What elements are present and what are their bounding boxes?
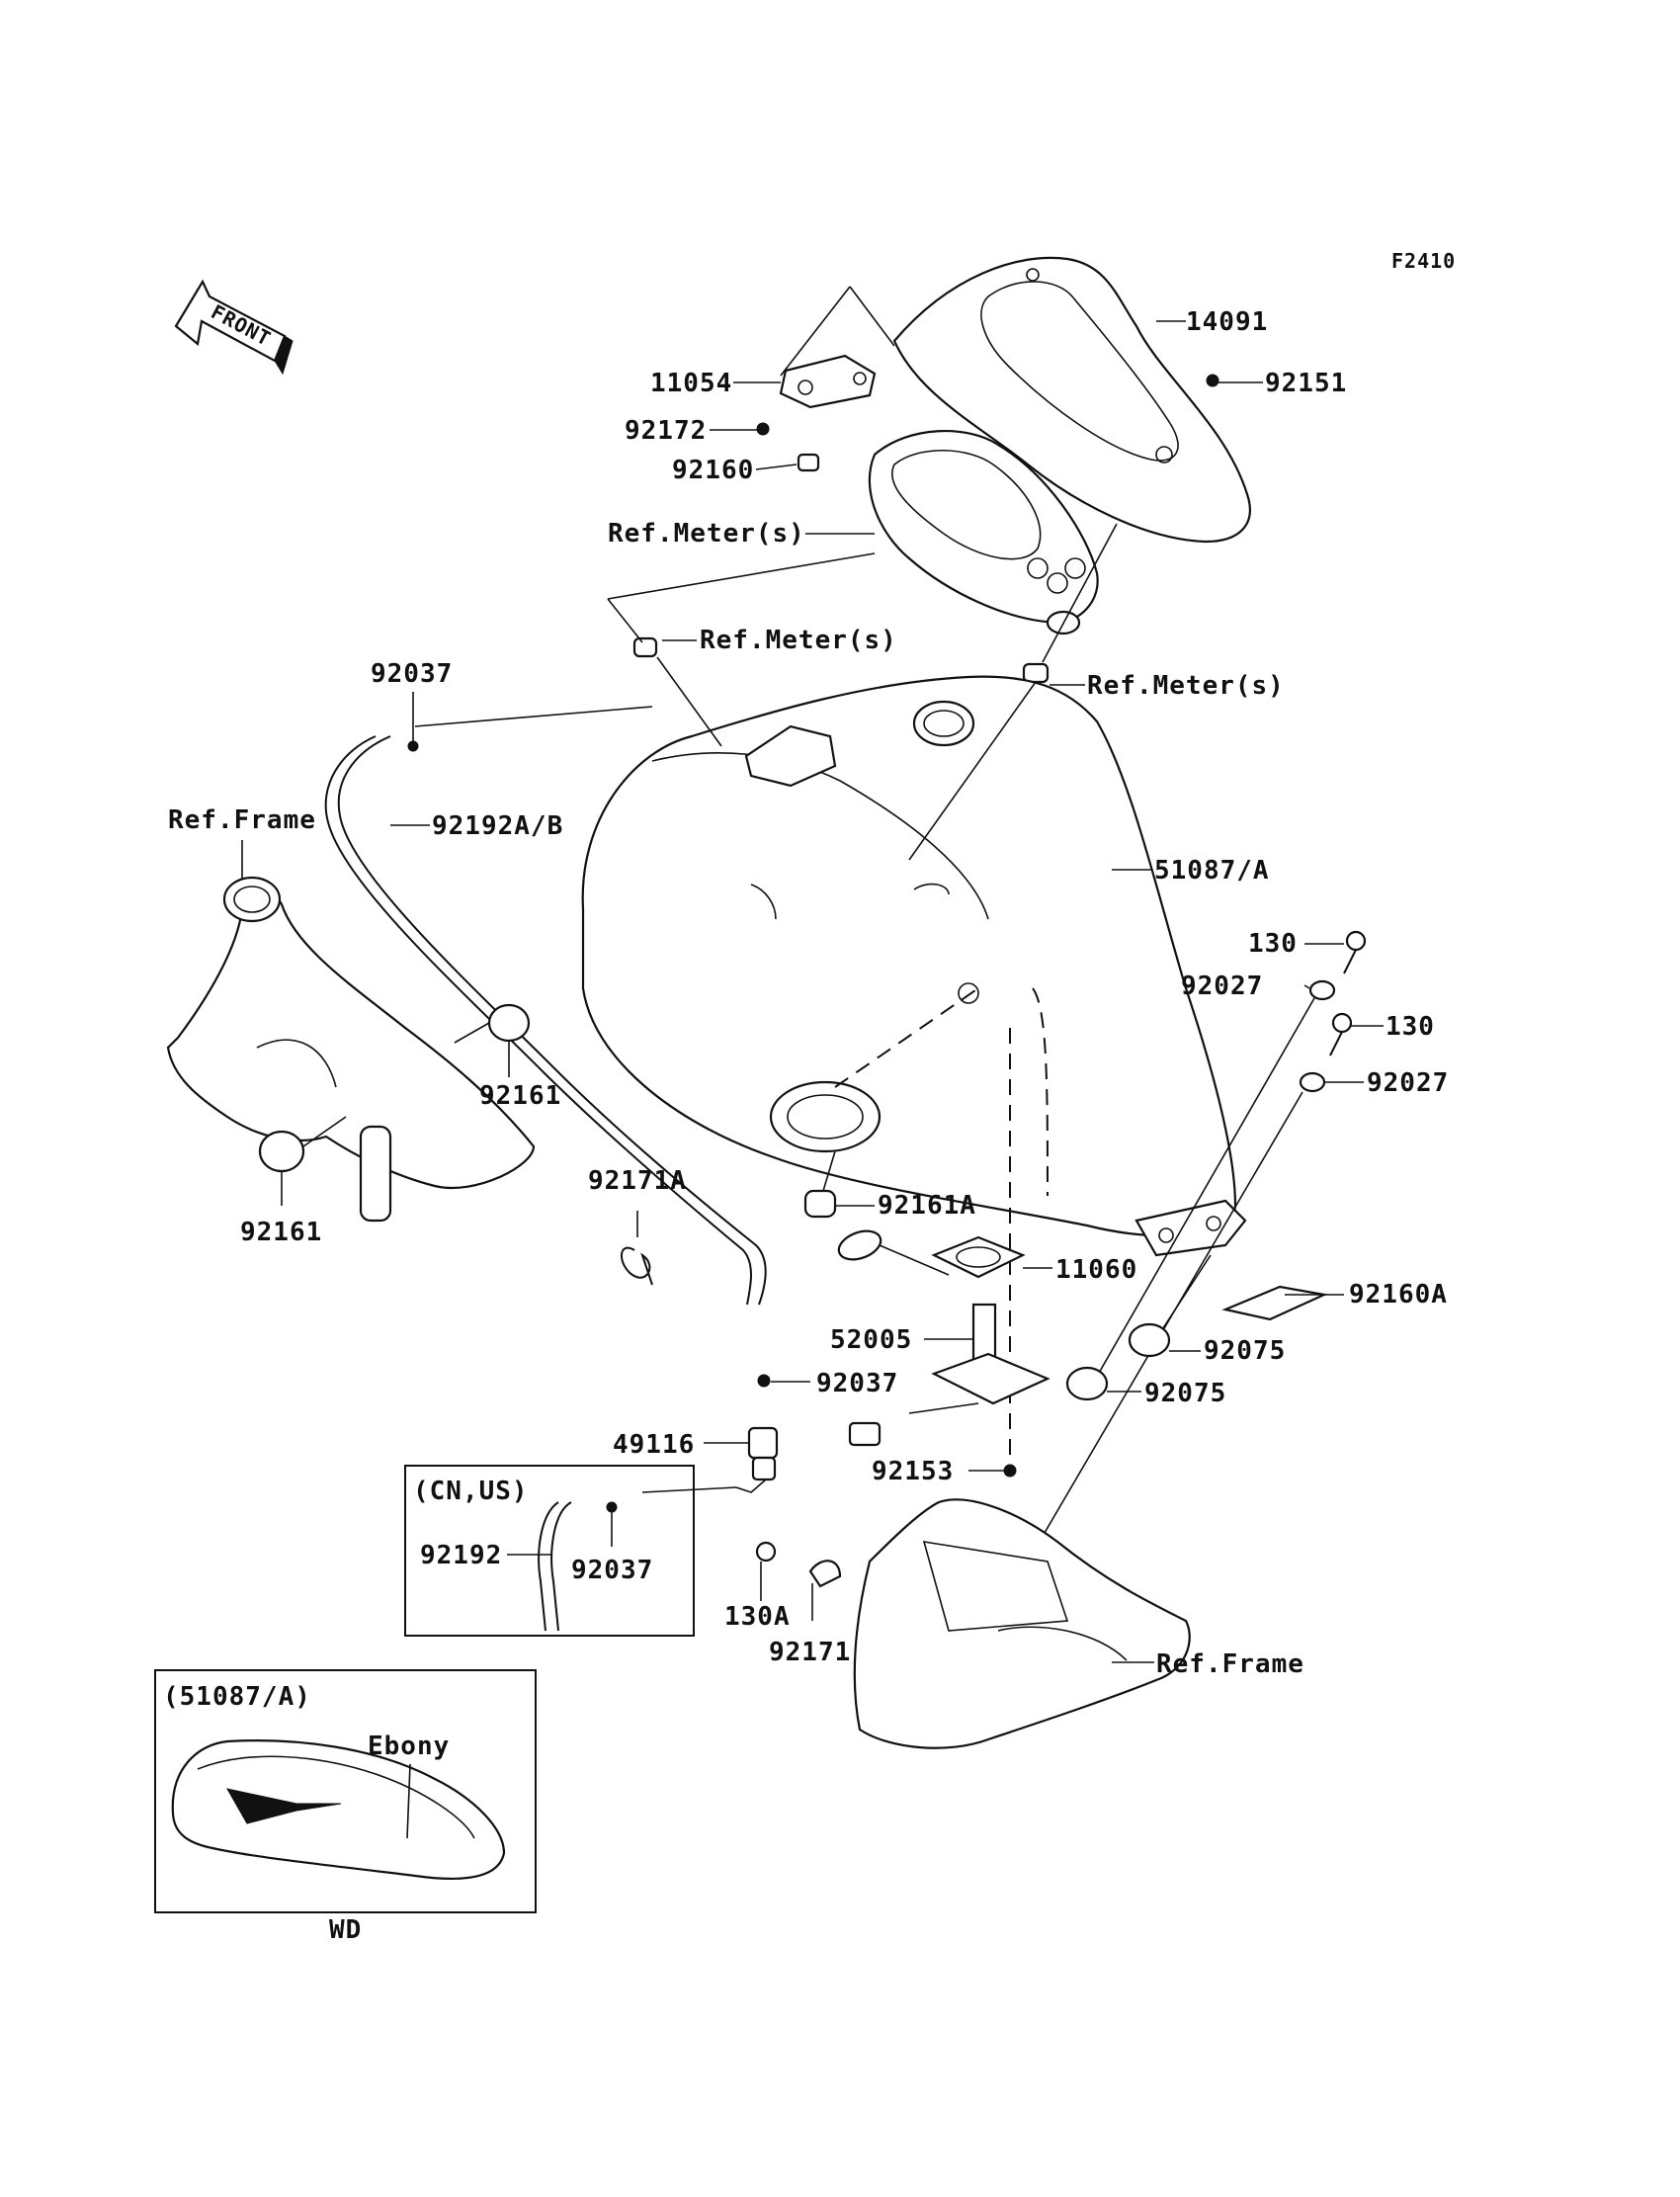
region-label: (CN,US) [413, 1477, 529, 1506]
label-92171a: 92171A [588, 1166, 687, 1196]
label-92151: 92151 [1265, 369, 1347, 398]
clip-92171 [808, 1560, 842, 1588]
filter-49116 [735, 1426, 779, 1493]
clamp-92037-top [407, 740, 419, 752]
label-92027-upper: 92027 [1181, 972, 1263, 1001]
label-leaders [241, 320, 1384, 1663]
label-92160a: 92160A [1349, 1280, 1448, 1310]
label-92027-lower: 92027 [1367, 1068, 1449, 1098]
label-92037-mid: 92037 [816, 1369, 898, 1398]
label-130-lower: 130 [1386, 1012, 1435, 1042]
label-92161a: 92161A [878, 1191, 976, 1221]
label-92192ab: 92192A/B [432, 811, 563, 841]
bolt-130-lower [1329, 1012, 1353, 1056]
label-92171: 92171 [769, 1638, 851, 1667]
label-ref-meter-2: Ref.Meter(s) [700, 626, 897, 655]
figure-code: F2410 [1391, 249, 1456, 273]
hose-92192-outline [538, 1501, 559, 1632]
label-92037-top: 92037 [371, 659, 453, 689]
pad-92160a [1221, 1285, 1328, 1321]
label-92192: 92192 [420, 1541, 502, 1570]
meter-cover-14091 [892, 256, 1251, 544]
grommet-right [1022, 662, 1050, 684]
grommet-left [632, 636, 658, 658]
screw-92151 [1206, 374, 1219, 387]
inset-box [154, 1669, 537, 1913]
fuel-tank-51087a [581, 675, 1247, 1257]
clamp-92037-box [606, 1501, 618, 1513]
label-92153: 92153 [872, 1457, 954, 1486]
label-92037-box: 92037 [571, 1556, 653, 1585]
bracket-11054 [779, 354, 877, 409]
clip-92171a [621, 1246, 653, 1286]
frame-left [166, 876, 536, 1223]
inset-title: (51087/A) [163, 1682, 311, 1712]
label-92160: 92160 [672, 456, 754, 485]
fuel-pump-52005 [837, 1229, 1050, 1447]
inset-tank-icon [171, 1739, 506, 1880]
hose-92192ab-outline [324, 735, 752, 1306]
assembly-lines [414, 286, 1315, 1563]
bolt-130-upper [1343, 930, 1367, 974]
washer-92027-upper [1308, 979, 1336, 1001]
label-11060: 11060 [1055, 1255, 1137, 1285]
front-arrow-icon: FRONT [174, 279, 294, 376]
ebony-leader [406, 1763, 411, 1839]
label-49116: 49116 [613, 1430, 695, 1460]
gasket-11060 [931, 1235, 1026, 1279]
bolt-130a [755, 1541, 777, 1563]
damper-92161a [803, 1189, 837, 1219]
damper-92075-lower [1065, 1366, 1109, 1401]
washer-92027-lower [1299, 1071, 1326, 1093]
damper-92075-upper [1128, 1322, 1171, 1358]
inset-caption: WD [329, 1915, 362, 1945]
label-92172: 92172 [625, 416, 707, 446]
region-box [404, 1465, 695, 1637]
label-130-upper: 130 [1248, 929, 1298, 959]
bolt-92172 [756, 422, 770, 436]
label-92075-upper: 92075 [1204, 1336, 1286, 1366]
label-51087a: 51087/A [1154, 856, 1270, 886]
label-ref-frame-1: Ref.Frame [168, 805, 316, 835]
label-52005: 52005 [830, 1325, 912, 1355]
label-14091: 14091 [1186, 307, 1268, 337]
label-ref-frame-2: Ref.Frame [1156, 1649, 1304, 1679]
grommet-92160 [797, 453, 820, 472]
damper-92161-upper [454, 1003, 531, 1044]
tank-dash-2 [834, 987, 979, 1088]
label-92075-lower: 92075 [1144, 1379, 1226, 1408]
clamp-92037-mid [757, 1374, 771, 1388]
label-130a: 130A [724, 1602, 791, 1632]
label-92161-lower: 92161 [240, 1218, 322, 1247]
hose-92192ab [337, 735, 767, 1306]
hose-92192 [550, 1501, 572, 1632]
tank-dash-1 [1032, 987, 1049, 1197]
bolt-92153 [1003, 1464, 1017, 1478]
meter-assembly [868, 430, 1099, 635]
frame-right [853, 1498, 1191, 1749]
label-92161-upper: 92161 [479, 1081, 561, 1111]
label-ref-meter-1: Ref.Meter(s) [608, 519, 805, 549]
label-ref-meter-3: Ref.Meter(s) [1087, 671, 1285, 701]
label-11054: 11054 [650, 369, 732, 398]
damper-92161-lower [258, 1116, 347, 1173]
